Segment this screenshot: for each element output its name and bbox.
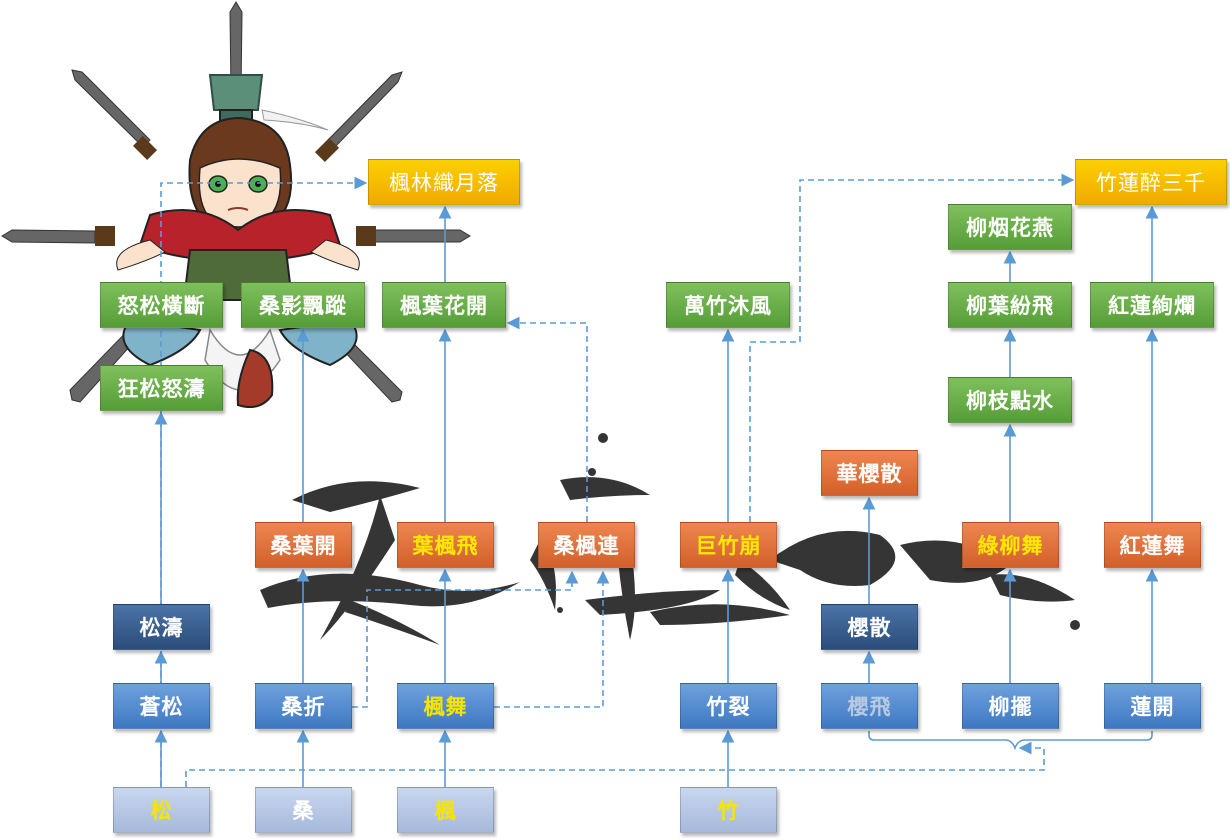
node-liu-ye-fen-fei[interactable]: 柳葉紛飛 xyxy=(948,282,1072,328)
node-nu-song-heng-duan[interactable]: 怒松橫斷 xyxy=(100,282,223,328)
bracket-connector xyxy=(868,731,1153,751)
node-wan-zhu-mu-feng[interactable]: 萬竹沐風 xyxy=(666,282,790,328)
node-ju-zhu-beng[interactable]: 巨竹崩 xyxy=(680,522,777,568)
node-sang-ye-kai[interactable]: 桑葉開 xyxy=(255,522,352,568)
node-hong-lian-xuan-lan[interactable]: 紅蓮絢爛 xyxy=(1090,282,1214,328)
node-ye-feng-fei[interactable]: 葉楓飛 xyxy=(397,522,494,568)
node-feng-wu[interactable]: 楓舞 xyxy=(397,683,494,729)
node-hong-lian-wu[interactable]: 紅蓮舞 xyxy=(1104,522,1201,568)
node-base-pine[interactable]: 松 xyxy=(113,787,210,833)
node-sang-feng-lian[interactable]: 桑楓連 xyxy=(538,522,635,568)
node-lu-liu-wu[interactable]: 綠柳舞 xyxy=(962,522,1059,568)
node-ying-san[interactable]: 櫻散 xyxy=(821,604,918,650)
node-sang-ying-piao-zong[interactable]: 桑影飄蹤 xyxy=(241,282,365,328)
node-liu-zhi-dian-shui[interactable]: 柳枝點水 xyxy=(948,377,1072,423)
node-hua-ying-san[interactable]: 華櫻散 xyxy=(821,450,918,496)
dashed-connector-arrow xyxy=(160,176,368,787)
dashed-connector-arrow xyxy=(506,316,588,522)
warrior-character-illustration xyxy=(1,1,471,408)
node-ying-fei[interactable]: 櫻飛 xyxy=(821,683,918,729)
dashed-connector-arrow xyxy=(352,570,579,708)
node-base-maple[interactable]: 楓 xyxy=(397,787,494,833)
node-feng-ye-hua-kai[interactable]: 楓葉花開 xyxy=(382,282,506,328)
node-liu-yan-hua-yan[interactable]: 柳烟花燕 xyxy=(948,204,1072,250)
node-base-bamboo[interactable]: 竹 xyxy=(680,787,777,833)
node-zhu-lie[interactable]: 竹裂 xyxy=(680,683,777,729)
node-feng-lin-zhi-yue-luo[interactable]: 楓林織月落 xyxy=(368,159,520,205)
ink-brush-calligraphy xyxy=(260,433,1080,645)
node-cang-song[interactable]: 蒼松 xyxy=(113,683,210,729)
node-sang-zhe[interactable]: 桑折 xyxy=(255,683,352,729)
dashed-connector-arrow xyxy=(749,173,1075,522)
dashed-connector-arrow xyxy=(185,741,1045,787)
node-base-mulberry[interactable]: 桑 xyxy=(255,787,352,833)
node-song-tao[interactable]: 松濤 xyxy=(113,604,210,650)
node-kuang-song-nu-tao[interactable]: 狂松怒濤 xyxy=(100,365,223,411)
node-lian-kai[interactable]: 蓮開 xyxy=(1104,683,1201,729)
connector-arrows xyxy=(154,173,1159,787)
node-zhu-lian-zui-san-qian[interactable]: 竹蓮醉三千 xyxy=(1075,159,1227,205)
node-liu-bai[interactable]: 柳擺 xyxy=(962,683,1059,729)
